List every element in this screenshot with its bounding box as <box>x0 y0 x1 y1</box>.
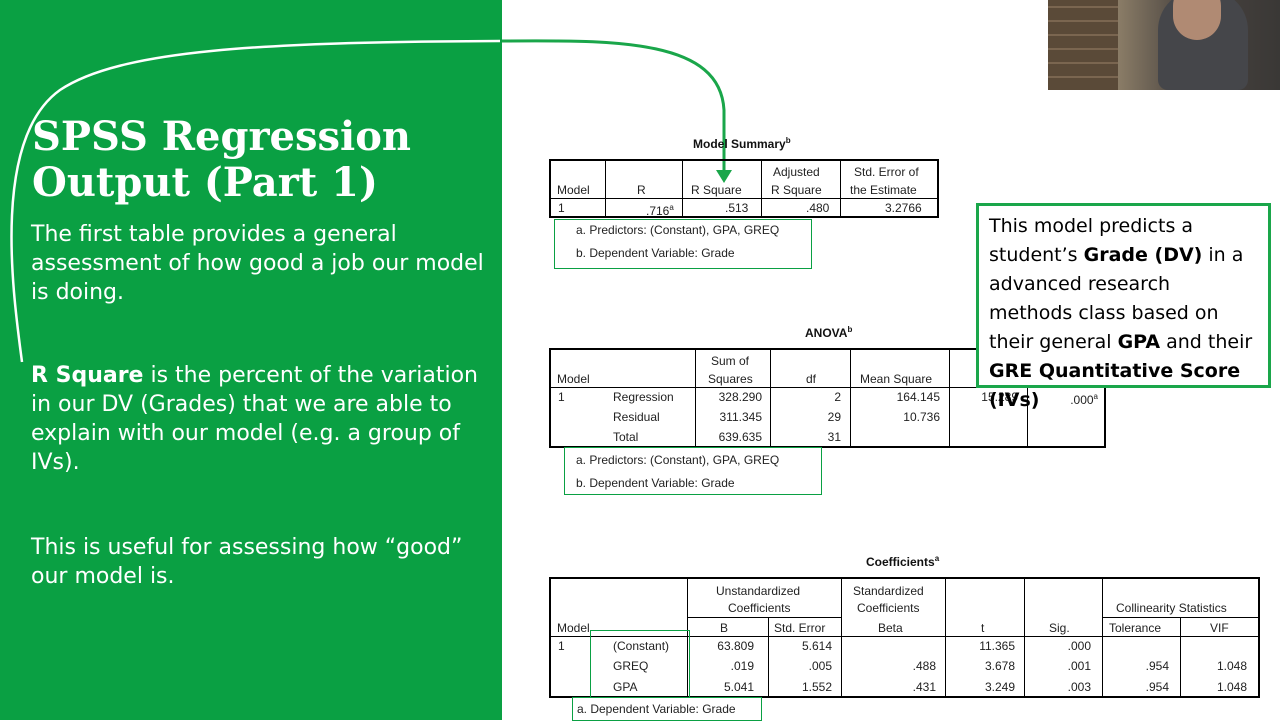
coef-row-constant-t: 11.365 <box>979 639 1015 653</box>
ms-cell-adj-r-square: .480 <box>806 201 830 215</box>
coef-row-gpa-tol: .954 <box>1145 680 1169 694</box>
coef-row-constant-sig: .000 <box>1067 639 1091 653</box>
coef-note-a: a. Dependent Variable: Grade <box>577 702 736 716</box>
ms-cell-std-error: 3.2766 <box>885 201 922 215</box>
ms-note-b: b. Dependent Variable: Grade <box>576 246 735 260</box>
coef-row-greq-t: 3.678 <box>984 659 1015 673</box>
anova-row-regression-ss: 328.290 <box>718 390 762 404</box>
paragraph-r-square: R Square is the percent of the variation… <box>31 361 501 477</box>
ms-cell-r-square: .513 <box>725 201 749 215</box>
coef-header-t: t <box>981 621 985 635</box>
anova-notes-highlight <box>564 447 822 495</box>
anova-note-b: b. Dependent Variable: Grade <box>576 476 735 490</box>
anova-row-residual-label: Residual <box>613 410 660 424</box>
anova-row-total-ss: 639.635 <box>718 430 762 444</box>
coef-row-greq-beta: .488 <box>912 659 936 673</box>
anova-header-mean-square: Mean Square <box>860 372 933 386</box>
anova-header-model: Model <box>557 372 590 386</box>
title-line-1: SPSS Regression <box>32 113 411 160</box>
model-description-callout: This model predicts a student’s Grade (D… <box>976 203 1271 411</box>
coef-row-greq-label: GREQ <box>613 659 649 673</box>
ms-header-adjusted: Adjusted <box>773 165 820 179</box>
anova-row-regression-label: Regression <box>613 390 674 404</box>
coef-header-sig: Sig. <box>1049 621 1070 635</box>
ms-header-std-error: Std. Error of <box>854 165 919 179</box>
ms-notes-highlight <box>554 219 812 269</box>
coef-header-std-error: Std. Error <box>774 621 826 635</box>
anova-row-residual-ss: 311.345 <box>719 410 763 424</box>
coef-row-gpa-label: GPA <box>613 680 638 694</box>
coef-row-gpa-sig: .003 <box>1067 680 1091 694</box>
ms-cell-r: .716a <box>646 203 674 218</box>
coef-header-model: Model <box>557 621 590 635</box>
anova-row-regression-ms: 164.145 <box>896 390 940 404</box>
ms-header-estimate: the Estimate <box>850 183 917 197</box>
anova-row-total-df: 31 <box>827 430 841 444</box>
anova-header-sum-of: Sum of <box>711 354 750 368</box>
anova-row-residual-df: 29 <box>827 410 841 424</box>
coef-header-tolerance: Tolerance <box>1109 621 1162 635</box>
coef-header-vif: VIF <box>1210 621 1229 635</box>
coef-row-greq-se: .005 <box>808 659 832 673</box>
ms-cell-model: 1 <box>558 201 565 215</box>
coef-row-greq-vif: 1.048 <box>1216 659 1247 673</box>
coef-model-num: 1 <box>558 639 565 653</box>
anova-row-residual-ms: 10.736 <box>903 410 940 424</box>
coefficients-table <box>549 577 1260 698</box>
ms-header-r-square: R Square <box>691 183 742 197</box>
anova-row-regression-sig: .000a <box>1070 392 1098 407</box>
slide-title: SPSS Regression Output (Part 1) <box>32 114 492 206</box>
r-square-term: R Square <box>31 363 144 388</box>
anova-header-squares: Squares <box>708 372 753 386</box>
coef-row-gpa-b: 5.041 <box>723 680 754 694</box>
anova-model-num: 1 <box>558 390 565 404</box>
coefficients-caption: Coefficientsa <box>866 554 940 569</box>
ms-note-a: a. Predictors: (Constant), GPA, GREQ <box>576 223 780 237</box>
anova-header-df: df <box>806 372 817 386</box>
anova-row-regression-f: 15.289 <box>955 390 1018 404</box>
coef-ivs-highlight <box>590 630 690 698</box>
ms-header-adj-r-square: R Square <box>771 183 822 197</box>
coef-header-collinearity: Collinearity Statistics <box>1116 601 1227 615</box>
coef-row-gpa-beta: .431 <box>912 680 936 694</box>
coef-row-gpa-se: 1.552 <box>801 680 832 694</box>
model-summary-caption: Model Summaryb <box>693 136 791 151</box>
coef-row-greq-b: .019 <box>730 659 754 673</box>
ms-header-model: Model <box>557 183 590 197</box>
anova-caption: ANOVAb <box>805 325 853 340</box>
model-summary-table <box>549 159 939 218</box>
coef-header-unstd-2: Coefficients <box>728 601 791 615</box>
coef-row-greq-tol: .954 <box>1145 659 1169 673</box>
coef-header-std-1: Standardized <box>853 584 924 598</box>
coef-header-b: B <box>720 621 729 635</box>
coef-row-constant-label: (Constant) <box>613 639 670 653</box>
title-line-2: Output (Part 1) <box>32 159 378 206</box>
slide-left-panel: SPSS Regression Output (Part 1) The firs… <box>0 0 502 720</box>
coef-header-std-2: Coefficients <box>857 601 920 615</box>
coef-row-greq-sig: .001 <box>1067 659 1091 673</box>
coef-header-unstd-1: Unstandardized <box>716 584 801 598</box>
anova-row-regression-df: 2 <box>834 390 841 404</box>
anova-table <box>549 348 1106 448</box>
coef-header-beta: Beta <box>878 621 903 635</box>
ms-header-r: R <box>637 183 646 197</box>
anova-row-total-label: Total <box>613 430 639 444</box>
coef-row-gpa-t: 3.249 <box>984 680 1015 694</box>
paragraph-usefulness: This is useful for assessing how “good” … <box>31 535 463 589</box>
coef-row-gpa-vif: 1.048 <box>1216 680 1247 694</box>
coef-row-constant-se: 5.614 <box>801 639 832 653</box>
anova-note-a: a. Predictors: (Constant), GPA, GREQ <box>576 453 780 467</box>
r-square-definition: is the percent of the variation in our D… <box>31 363 478 475</box>
paragraph-intro: The first table provides a general asses… <box>31 222 484 305</box>
presenter-webcam <box>1048 0 1280 90</box>
coef-row-constant-b: 63.809 <box>717 639 754 653</box>
